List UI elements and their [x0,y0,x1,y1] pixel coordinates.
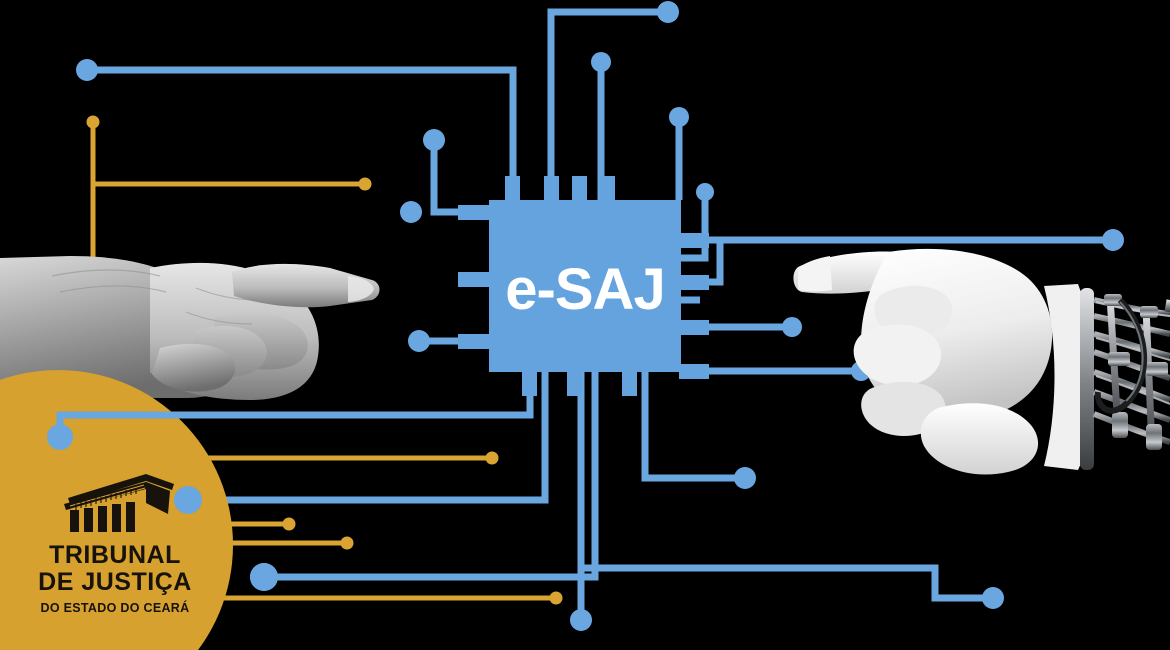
courthouse-columns-icon [64,474,174,532]
logo-line-3: DO ESTADO DO CEARÁ [40,601,190,615]
blue-trace-group-right [681,192,709,304]
tjce-logo: TRIBUNAL DE JUSTIÇA DO ESTADO DO CEARÁ [0,470,230,615]
esaj-chip [458,176,709,396]
logo-line-2: DE JUSTIÇA [38,568,192,596]
human-hand-pointing [0,256,380,400]
logo-line-1: TRIBUNAL [49,541,181,569]
blue-node-over-badge [47,424,278,591]
chip-label-esaj: e-SAJ [505,257,665,322]
